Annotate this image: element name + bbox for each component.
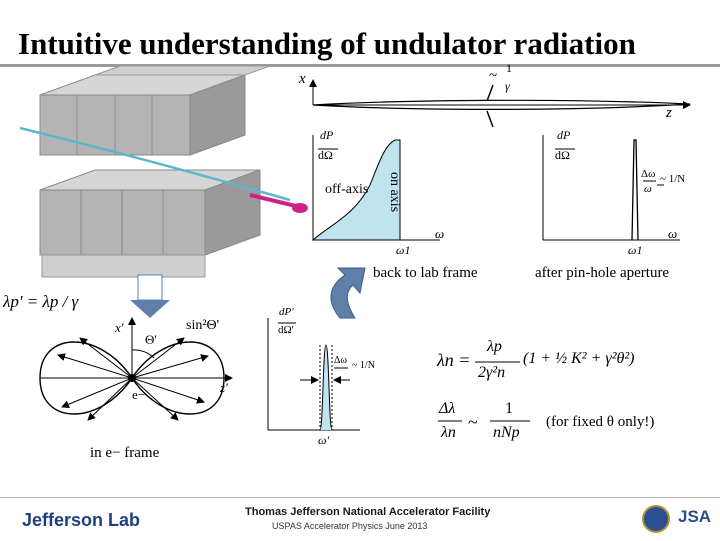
- plot3-delta-omega: Δω: [334, 355, 348, 366]
- dl-num: Δλ: [439, 400, 456, 417]
- plot2-domega: dΩ: [555, 148, 570, 162]
- plot3-dp-prime: dP': [279, 306, 294, 318]
- footer: [0, 497, 720, 541]
- dl-tilde: ~: [468, 412, 478, 432]
- in-e-frame-label: in e− frame: [90, 445, 160, 461]
- plot2-omega1: ω1: [628, 243, 643, 257]
- dipole-pattern: [39, 317, 233, 421]
- radiation-cone-diagram: [309, 79, 691, 128]
- off-axis-label: off-axis: [325, 182, 369, 197]
- z-prime-label: z': [220, 380, 228, 395]
- spectrum-lab-frame: [311, 135, 440, 241]
- footer-center-subtitle: USPAS Accelerator Physics June 2013: [272, 521, 428, 531]
- lambda-prime-eq: λp' = λp / γ: [3, 292, 79, 311]
- cone-approx: ~: [489, 68, 498, 84]
- lambda-n-rhs: (1 + ½ K² + γ²θ²): [523, 350, 635, 367]
- title-rule: [0, 64, 720, 67]
- rest-frame-arrow: [130, 274, 170, 318]
- on-axis-label: on axis: [387, 172, 402, 213]
- plot2-one-over-n: ~ 1/N: [660, 173, 686, 185]
- plot1-dp: dP: [320, 128, 334, 142]
- slide-title: Intuitive understanding of undulator rad…: [18, 26, 636, 61]
- jefferson-lab-logo: Jefferson Lab: [22, 510, 141, 530]
- cone-one: 1: [506, 61, 512, 75]
- electron-label: e−: [132, 387, 146, 402]
- electron-beam: [19, 126, 308, 213]
- plot1-omega: ω: [435, 226, 445, 241]
- fixed-theta-note: (for fixed θ only!): [546, 414, 655, 430]
- plot1-omega1: ω1: [396, 243, 411, 257]
- lambda-n-lhs: λn =: [437, 350, 471, 370]
- plot2-omega: ω: [668, 226, 678, 241]
- plot3-domega-prime: dΩ': [278, 324, 294, 336]
- cone-gamma: γ: [505, 79, 510, 93]
- dl-den: λn: [441, 424, 456, 441]
- undulator-magnets: [39, 65, 271, 278]
- plot2-over-omega: ω: [644, 183, 652, 195]
- after-pinhole-label: after pin-hole aperture: [535, 265, 670, 281]
- theta-prime-label: Θ': [145, 332, 157, 347]
- lambda-n-num: λp: [487, 338, 502, 355]
- z-axis-label: z: [666, 105, 672, 121]
- x-axis-label: x: [299, 71, 306, 87]
- x-prime-label: x': [115, 320, 124, 335]
- plot2-delta-omega: Δω: [641, 168, 656, 180]
- footer-center-title: Thomas Jefferson National Accelerator Fa…: [245, 506, 491, 518]
- spectrum-rest-frame: [267, 318, 360, 431]
- lambda-n-den: 2γ²n: [478, 364, 506, 381]
- plot3-one-over-n: ~ 1/N: [352, 360, 375, 371]
- plot1-domega: dΩ: [318, 148, 333, 162]
- dl-rhs-num: 1: [505, 400, 513, 417]
- plot3-omega-prime: ω': [318, 433, 330, 447]
- lab-frame-arrow: [330, 267, 366, 319]
- plot2-dp: dP: [557, 128, 571, 142]
- back-to-lab-label: back to lab frame: [373, 265, 478, 281]
- spectrum-pinhole: [542, 135, 680, 241]
- dl-rhs-den: nNp: [493, 424, 520, 441]
- doe-seal-icon: [642, 505, 670, 533]
- sin2-label: sin²Θ': [186, 318, 220, 333]
- jsa-logo: JSA: [678, 507, 712, 526]
